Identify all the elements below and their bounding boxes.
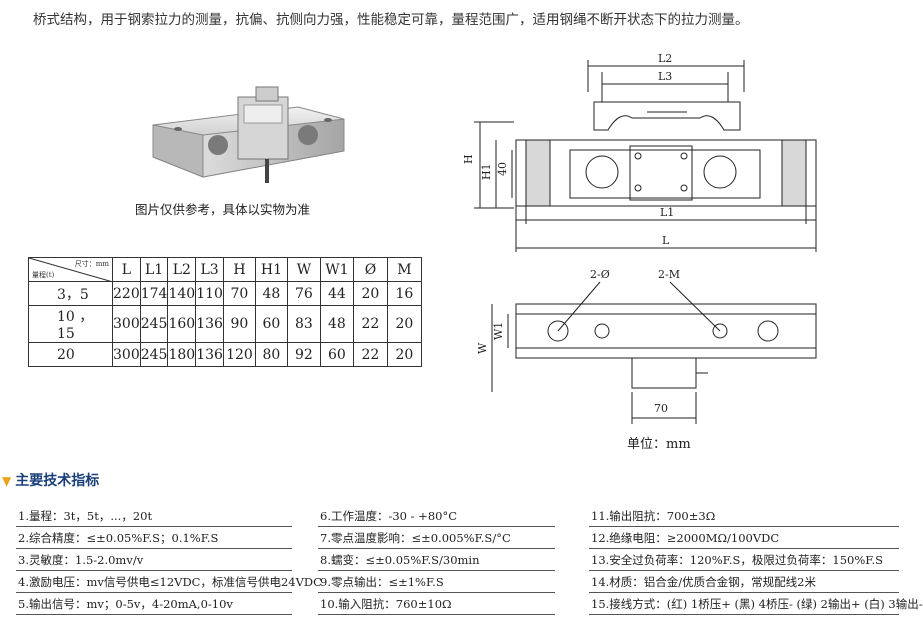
spec-item: 15.接线方式：(红) 1桥压+ (黑) 4桥压- (绿) 2输出+ (白) 3…	[589, 593, 923, 615]
dim-L3: L3	[658, 70, 672, 83]
table-cell: 245	[139, 305, 169, 343]
triangle-icon: ▼	[2, 474, 12, 488]
table-cell: 90	[222, 305, 256, 343]
table-cell: 245	[139, 342, 169, 367]
table-corner-header: 尺寸：mm 量程(t)	[28, 257, 114, 283]
section-title-text: 主要技术指标	[15, 473, 100, 489]
dim-L1: L1	[660, 206, 674, 219]
intro-text: 桥式结构，用于钢索拉力的测量，抗偏、抗侧向力强，性能稳定可靠，量程范围广，适用钢…	[33, 12, 749, 28]
table-row: 20 300 245 180 136 120 80 92 60 22 20	[28, 342, 422, 367]
table-cell: 136	[195, 342, 224, 367]
dim-70: 70	[654, 402, 668, 415]
table-cell: 180	[167, 342, 197, 367]
hole-label-O: 2-Ø	[590, 268, 610, 281]
diag-top-label: 尺寸：mm	[74, 260, 109, 268]
range-cell: 10 ， 15	[28, 305, 113, 343]
table-cell: 48	[319, 305, 354, 343]
hole-label-M: 2-M	[658, 268, 680, 281]
spec-item: 10.输入阻抗：760±10Ω	[318, 593, 555, 615]
col-header: W1	[319, 257, 354, 282]
table-cell: 83	[286, 305, 321, 343]
spec-item: 11.输出阻抗：700±3Ω	[589, 505, 899, 527]
spec-item: 5.输出信号：mv；0-5v，4-20mA,0-10v	[16, 593, 292, 615]
diag-bottom-label: 量程(t)	[32, 271, 55, 279]
table-cell: 80	[254, 342, 288, 367]
col-header: L1	[139, 257, 169, 282]
table-row: 10 ， 15 300 245 160 136 90 60 83 48 22 2…	[28, 305, 422, 343]
dim-40: 40	[496, 162, 509, 176]
product-photo	[152, 86, 345, 183]
table-cell: 300	[112, 305, 141, 343]
table-cell: 48	[254, 281, 288, 306]
spec-item: 1.量程：3t，5t，...，20t	[16, 505, 292, 527]
spec-table: 尺寸：mm 量程(t) L L1 L2 L3 H H1 W W1 Ø M 3，5…	[28, 257, 422, 367]
dim-W1: W1	[492, 322, 505, 340]
col-header: L3	[195, 257, 224, 282]
dim-H1: H1	[480, 163, 493, 180]
section-title: ▼主要技术指标	[2, 470, 99, 490]
spec-item: 14.材质：铝合金/优质合金钢，常规配线2米	[589, 571, 899, 593]
photo-caption: 图片仅供参考，具体以实物为准	[135, 202, 311, 217]
table-cell: 110	[195, 281, 224, 306]
table-cell: 140	[167, 281, 197, 306]
table-cell: 136	[195, 305, 224, 343]
table-cell: 70	[222, 281, 256, 306]
table-cell: 160	[167, 305, 197, 343]
table-cell: 300	[112, 342, 141, 367]
spec-item: 6.工作温度：-30 - +80°C	[318, 505, 555, 527]
table-cell: 16	[386, 281, 422, 306]
unit-label: 单位：mm	[627, 437, 691, 452]
table-cell: 22	[352, 342, 388, 367]
table-cell: 22	[352, 305, 388, 343]
diagonal-line	[28, 257, 114, 283]
range-cell: 20	[28, 342, 113, 367]
dim-H: H	[462, 154, 475, 164]
table-cell: 44	[319, 281, 354, 306]
col-header: H1	[254, 257, 288, 282]
col-header: L2	[167, 257, 197, 282]
spec-item: 8.蠕变：≤±0.05%F.S/30min	[318, 549, 555, 571]
spec-item: 7.零点温度影响：≤±0.005%F.S/°C	[318, 527, 555, 549]
col-header: L	[112, 257, 141, 282]
col-header: H	[222, 257, 256, 282]
spec-item: 9.零点输出：≤±1%F.S	[318, 571, 555, 593]
dim-W: W	[476, 342, 489, 354]
table-cell: 76	[286, 281, 321, 306]
table-cell: 60	[319, 342, 354, 367]
spec-item: 3.灵敏度：1.5-2.0mv/v	[16, 549, 292, 571]
table-cell: 20	[386, 342, 422, 367]
spec-item: 13.安全过负荷率：120%F.S，极限过负荷率：150%F.S	[589, 549, 899, 571]
table-cell: 220	[112, 281, 141, 306]
table-cell: 174	[139, 281, 169, 306]
table-cell: 120	[222, 342, 256, 367]
spec-item: 4.激励电压：mv信号供电≤12VDC，标准信号供电24VDC	[16, 571, 322, 593]
col-header: Ø	[352, 257, 388, 282]
spec-item: 2.综合精度：≤±0.05%F.S；0.1%F.S	[16, 527, 292, 549]
dim-L2: L2	[658, 52, 672, 65]
col-header: W	[286, 257, 321, 282]
table-cell: 92	[286, 342, 321, 367]
dim-L: L	[662, 234, 670, 247]
col-header: M	[386, 257, 422, 282]
table-cell: 60	[254, 305, 288, 343]
table-row: 3，5 220 174 140 110 70 48 76 44 20 16	[28, 281, 422, 306]
technical-drawing: L2 L3 L1 L H H1 40 W W1 70 2-Ø 2-M	[462, 52, 817, 424]
table-cell: 20	[352, 281, 388, 306]
range-cell: 3，5	[28, 281, 113, 306]
spec-item: 12.绝缘电阻：≥2000MΩ/100VDC	[589, 527, 899, 549]
table-cell: 20	[386, 305, 422, 343]
